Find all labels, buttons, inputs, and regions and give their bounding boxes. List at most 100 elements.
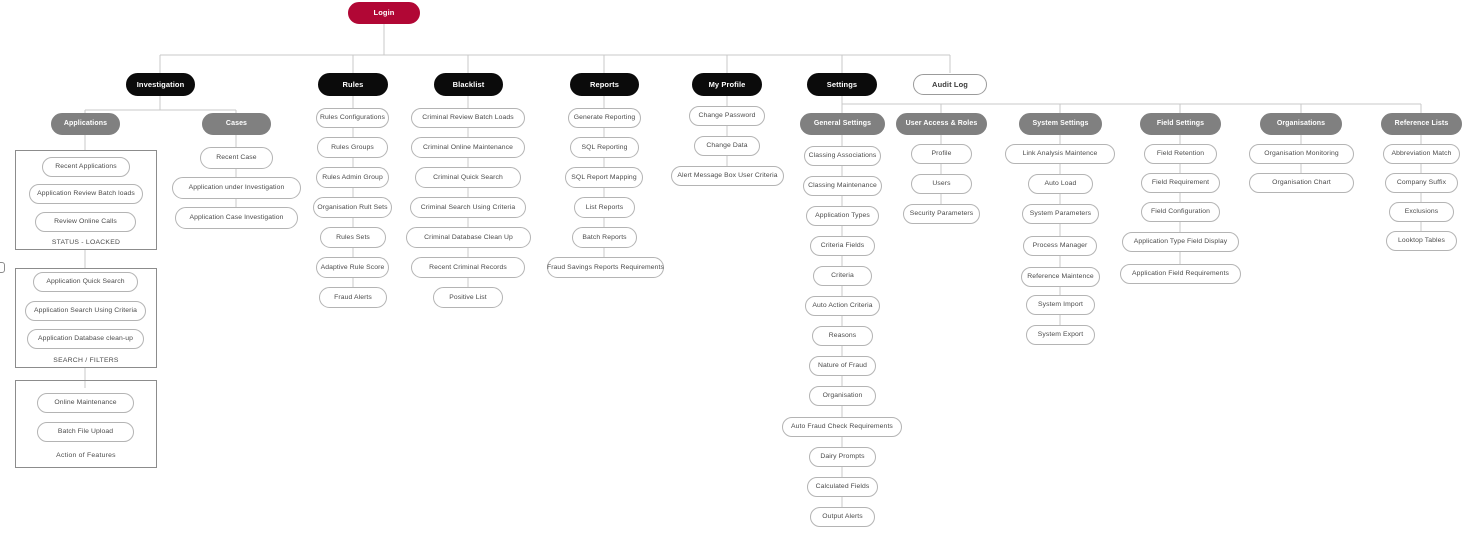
leaf-fraud-alerts[interactable]: Fraud Alerts (319, 287, 387, 308)
leaf-classing-maintenance[interactable]: Classing Maintenance (803, 176, 882, 196)
leaf-organisation-chart[interactable]: Organisation Chart (1249, 173, 1354, 193)
leaf-reasons[interactable]: Reasons (812, 326, 873, 346)
leaf-application-case-investigation[interactable]: Application Case Investigation (175, 207, 298, 229)
leaf-criminal-search-using-criteria[interactable]: Criminal Search Using Criteria (410, 197, 526, 218)
node-system-settings[interactable]: System Settings (1019, 113, 1102, 135)
leaf-batch-file-upload[interactable]: Batch File Upload (37, 422, 134, 442)
node-user-access-roles-label: User Access & Roles (905, 120, 978, 128)
leaf-organisation[interactable]: Organisation (809, 386, 876, 406)
node-investigation-label: Investigation (136, 79, 185, 89)
node-blacklist-label: Blacklist (452, 79, 485, 89)
leaf-label: Online Maintenance (54, 399, 117, 407)
node-organisations[interactable]: Organisations (1260, 113, 1342, 135)
leaf-dairy-prompts[interactable]: Dairy Prompts (809, 447, 876, 467)
leaf-generate-reporting[interactable]: Generate Reporting (568, 108, 641, 128)
leaf-link-analysis-maintence[interactable]: Link Analysis Maintence (1005, 144, 1115, 164)
leaf-field-requirement[interactable]: Field Requirement (1141, 173, 1220, 193)
leaf-profile[interactable]: Profile (911, 144, 972, 164)
leaf-label: Batch File Upload (57, 428, 114, 436)
leaf-rules-sets[interactable]: Rules Sets (320, 227, 386, 248)
leaf-looktop-tables[interactable]: Looktop Tables (1386, 231, 1457, 251)
node-applications[interactable]: Applications (51, 113, 120, 135)
node-settings[interactable]: Settings (807, 73, 877, 96)
leaf-application-under-investigation[interactable]: Application under Investigation (172, 177, 301, 199)
leaf-review-online-calls[interactable]: Review Online Calls (35, 212, 136, 232)
leaf-recent-case[interactable]: Recent Case (200, 147, 273, 169)
node-login[interactable]: Login (348, 2, 420, 24)
node-cases[interactable]: Cases (202, 113, 271, 135)
leaf-application-search-using-criteria[interactable]: Application Search Using Criteria (25, 301, 146, 321)
leaf-auto-action-criteria[interactable]: Auto Action Criteria (805, 296, 880, 316)
leaf-system-import[interactable]: System Import (1026, 295, 1095, 315)
node-field-settings[interactable]: Field Settings (1140, 113, 1221, 135)
leaf-criminal-online-maintenance[interactable]: Criminal Online Maintenance (411, 137, 525, 158)
leaf-abbreviation-match[interactable]: Abbreviation Match (1383, 144, 1460, 164)
leaf-label: Application Database clean-up (37, 335, 134, 343)
leaf-application-types[interactable]: Application Types (806, 206, 879, 226)
leaf-field-configuration[interactable]: Field Configuration (1141, 202, 1220, 222)
leaf-label: Reasons (828, 332, 857, 340)
leaf-change-data[interactable]: Change Data (694, 136, 760, 156)
node-my-profile[interactable]: My Profile (692, 73, 762, 96)
leaf-classing-associations[interactable]: Classing Associations (804, 146, 881, 166)
leaf-alert-message-box-user-criteria[interactable]: Alert Message Box User Criteria (671, 166, 784, 186)
leaf-application-quick-search[interactable]: Application Quick Search (33, 272, 138, 292)
leaf-company-suffix[interactable]: Company Suffix (1385, 173, 1458, 193)
leaf-change-password[interactable]: Change Password (689, 106, 765, 126)
leaf-adaptive-rule-score[interactable]: Adaptive Rule Score (316, 257, 389, 278)
leaf-auto-load[interactable]: Auto Load (1028, 174, 1093, 194)
leaf-system-export[interactable]: System Export (1026, 325, 1095, 345)
leaf-application-review-batch-loads[interactable]: Application Review Batch loads (29, 184, 143, 204)
node-audit-log[interactable]: Audit Log (913, 74, 987, 95)
leaf-application-type-field-display[interactable]: Application Type Field Display (1122, 232, 1239, 252)
node-reports[interactable]: Reports (570, 73, 639, 96)
leaf-sql-reporting[interactable]: SQL Reporting (570, 137, 639, 158)
leaf-application-field-requirements[interactable]: Application Field Requirements (1120, 264, 1241, 284)
leaf-batch-reports[interactable]: Batch Reports (572, 227, 637, 248)
leaf-label: Organisation Rult Sets (317, 203, 388, 211)
leaf-label: Exclusions (1404, 208, 1439, 216)
node-user-access-roles[interactable]: User Access & Roles (896, 113, 987, 135)
leaf-criminal-quick-search[interactable]: Criminal Quick Search (415, 167, 521, 188)
leaf-list-reports[interactable]: List Reports (574, 197, 635, 218)
leaf-rules-groups[interactable]: Rules Groups (317, 137, 388, 158)
leaf-calculated-fields[interactable]: Calculated Fields (807, 477, 878, 497)
leaf-recent-criminal-records[interactable]: Recent Criminal Records (411, 257, 525, 278)
leaf-criminal-database-clean-up[interactable]: Criminal Database Clean Up (406, 227, 531, 248)
node-rules[interactable]: Rules (318, 73, 388, 96)
leaf-criteria-fields[interactable]: Criteria Fields (810, 236, 875, 256)
leaf-field-retention[interactable]: Field Retention (1144, 144, 1217, 164)
leaf-rules-configurations[interactable]: Rules Configurations (316, 108, 389, 128)
leaf-label: Criminal Search Using Criteria (420, 203, 516, 211)
leaf-online-maintenance[interactable]: Online Maintenance (37, 393, 134, 413)
node-blacklist[interactable]: Blacklist (434, 73, 503, 96)
leaf-organisation-rult-sets[interactable]: Organisation Rult Sets (313, 197, 392, 218)
leaf-security-parameters[interactable]: Security Parameters (903, 204, 980, 224)
leaf-process-manager[interactable]: Process Manager (1023, 236, 1097, 256)
leaf-users[interactable]: Users (911, 174, 972, 194)
leaf-criteria[interactable]: Criteria (813, 266, 872, 286)
node-general-settings[interactable]: General Settings (800, 113, 885, 135)
leaf-application-database-clean-up[interactable]: Application Database clean-up (27, 329, 144, 349)
leaf-system-parameters[interactable]: System Parameters (1022, 204, 1099, 224)
node-my-profile-label: My Profile (708, 79, 746, 89)
leaf-sql-report-mapping[interactable]: SQL Report Mapping (565, 167, 643, 188)
leaf-criminal-review-batch-loads[interactable]: Criminal Review Batch Loads (411, 108, 525, 128)
leaf-auto-fraud-check-requirements[interactable]: Auto Fraud Check Requirements (782, 417, 902, 437)
leaf-reference-maintence[interactable]: Reference Maintence (1021, 267, 1100, 287)
leaf-label: Users (932, 180, 951, 188)
leaf-label: Reference Maintence (1027, 273, 1094, 281)
leaf-positive-list[interactable]: Positive List (433, 287, 503, 308)
leaf-fraud-savings-reports-requirements[interactable]: Fraud Savings Reports Requirements (547, 257, 664, 278)
leaf-nature-of-fraud[interactable]: Nature of Fraud (809, 356, 876, 376)
node-investigation[interactable]: Investigation (126, 73, 195, 96)
leaf-rules-admin-group[interactable]: Rules Admin Group (316, 167, 389, 188)
leaf-exclusions[interactable]: Exclusions (1389, 202, 1454, 222)
leaf-label: Nature of Fraud (817, 362, 868, 370)
leaf-output-alerts[interactable]: Output Alerts (810, 507, 875, 527)
node-reference-lists[interactable]: Reference Lists (1381, 113, 1462, 135)
leaf-label: Application Quick Search (46, 278, 125, 286)
leaf-recent-applications[interactable]: Recent Applications (42, 157, 130, 177)
leaf-organisation-monitoring[interactable]: Organisation Monitoring (1249, 144, 1354, 164)
leaf-label: System Export (1037, 331, 1084, 339)
